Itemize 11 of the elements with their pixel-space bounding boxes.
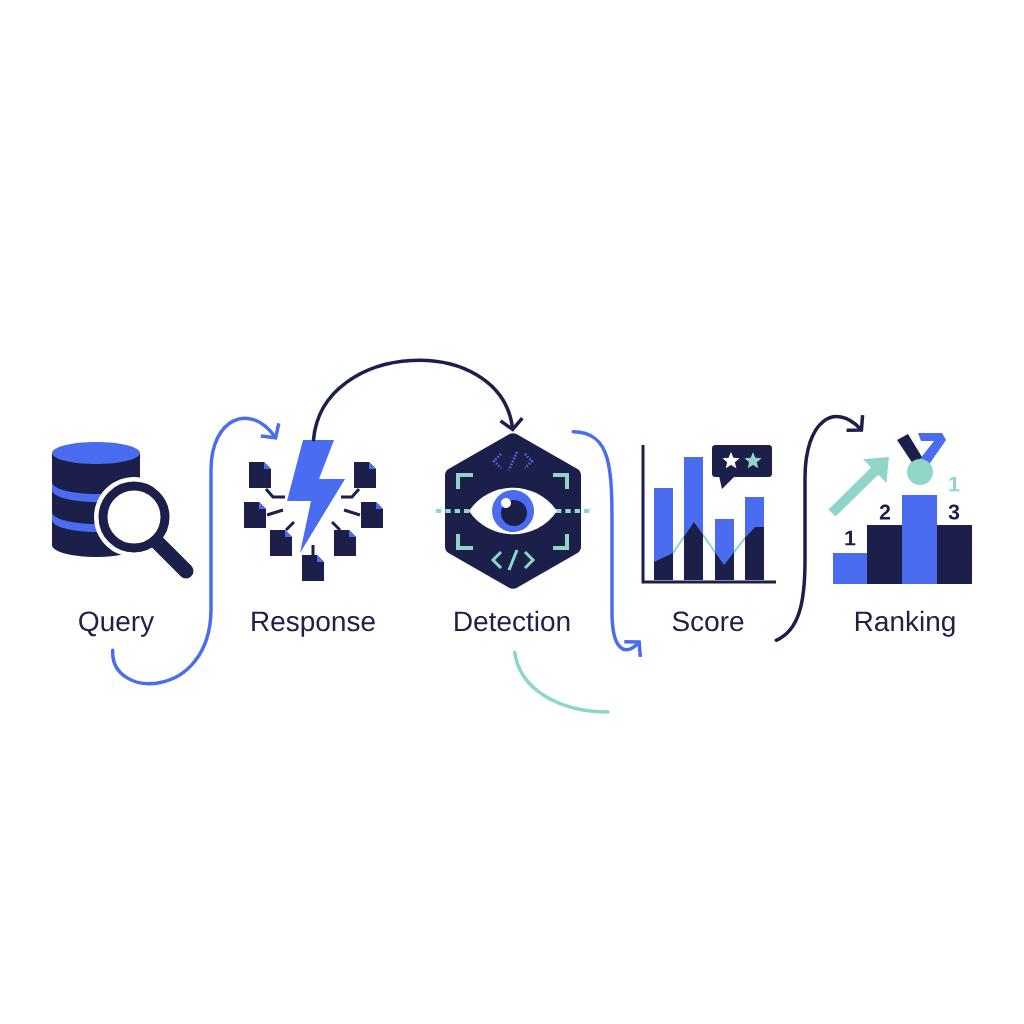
curved-arrow — [774, 415, 865, 642]
stage-label: Detection — [455, 610, 570, 632]
curved-arrow — [571, 430, 643, 657]
stage-label: Query — [79, 611, 155, 637]
rank-number: 1 — [949, 476, 960, 492]
curved-arrow — [311, 358, 524, 442]
stage-label: Ranking — [855, 610, 955, 637]
stage-label: Response — [252, 611, 375, 637]
stage-label: Score — [672, 611, 744, 632]
curved-arrow — [110, 416, 281, 686]
curved-line — [512, 650, 610, 714]
